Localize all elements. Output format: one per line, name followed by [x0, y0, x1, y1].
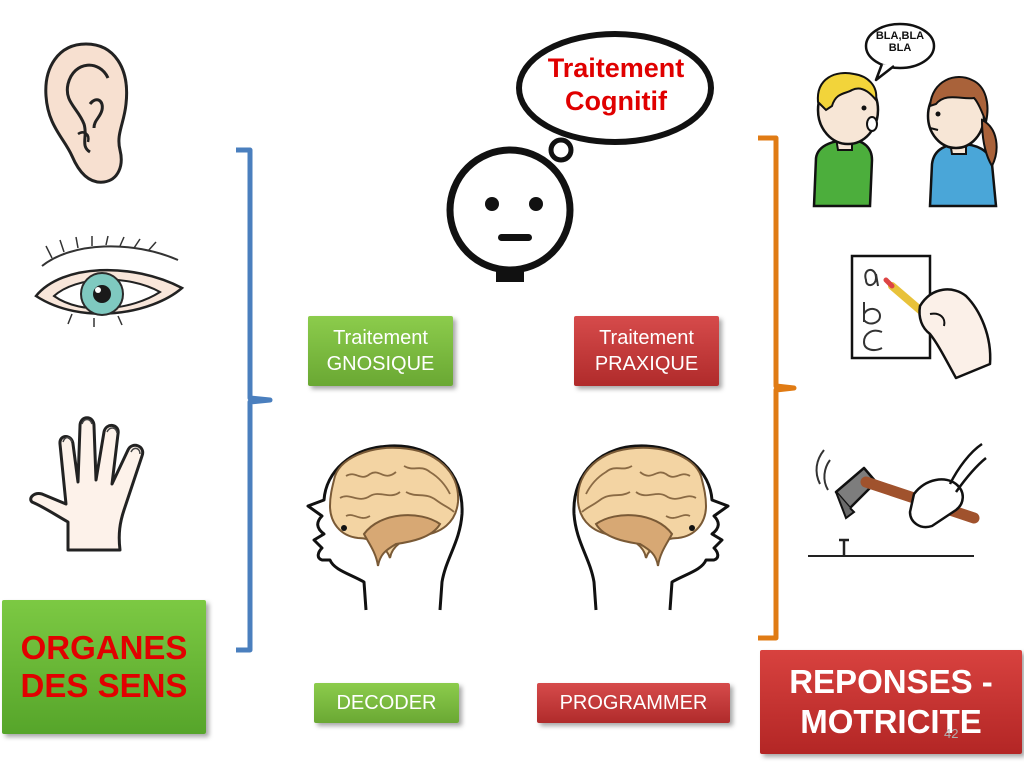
page-number: 42: [944, 726, 959, 741]
organes-des-sens-box: ORGANES DES SENS: [2, 600, 206, 734]
decoder-label: DECODER: [336, 692, 437, 714]
reponses-line2: MOTRICITE: [800, 703, 982, 740]
eye-icon: [34, 235, 185, 327]
writing-hand-icon: [850, 254, 992, 380]
praxique-line1: Traitement: [599, 327, 694, 349]
praxique-line2: PRAXIQUE: [594, 353, 699, 375]
brain-head-icon: [572, 444, 730, 611]
thought-bubble: [516, 31, 714, 163]
traitement-gnosique-box: Traitement GNOSIQUE: [308, 316, 453, 386]
brain-head-icon: [306, 444, 464, 611]
thought-line2: Cognitif: [565, 86, 667, 116]
speech-bubble-text: BLA,BLA BLA: [864, 30, 936, 54]
programmer-box: PROGRAMMER: [537, 683, 730, 723]
thought-bubble-text: Traitement Cognitif: [520, 52, 712, 118]
right-bracket: [758, 135, 797, 641]
thought-line1: Traitement: [547, 53, 685, 83]
organes-line2: DES SENS: [20, 667, 188, 704]
speech-line1: BLA,BLA: [875, 30, 925, 42]
gnosique-line1: Traitement: [333, 327, 428, 349]
hand-icon: [29, 416, 145, 552]
hammer-icon: [808, 442, 987, 557]
reponses-line1: REPONSES -: [789, 663, 993, 700]
reponses-motricite-box: REPONSES - MOTRICITE: [760, 650, 1022, 754]
traitement-praxique-box: Traitement PRAXIQUE: [574, 316, 719, 386]
programmer-label: PROGRAMMER: [559, 692, 708, 714]
thinking-face-icon: [446, 146, 574, 282]
gnosique-line2: GNOSIQUE: [326, 353, 435, 375]
decoder-box: DECODER: [314, 683, 459, 723]
talking-people-icon: [812, 22, 998, 208]
left-bracket: [236, 147, 273, 653]
speech-line2: BLA: [888, 42, 912, 54]
ear-icon: [44, 42, 129, 184]
organes-line1: ORGANES: [20, 629, 188, 666]
